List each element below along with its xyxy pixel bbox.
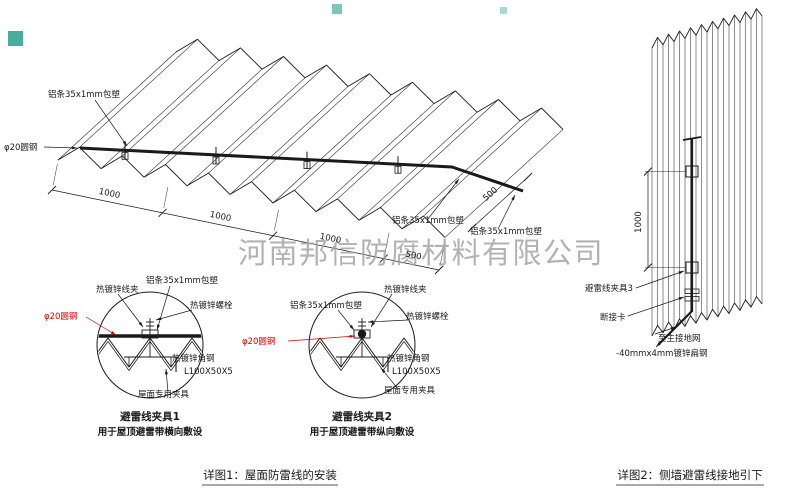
label-aluminum-strip-right-2: 铝条35x1mm包塑 xyxy=(470,226,542,237)
footer-detail2-title: 详图2：侧墙避雷线接地引下 xyxy=(617,468,762,482)
d1-label-angle: 热镀锌角钢 xyxy=(172,353,215,364)
dim-500: 500 xyxy=(404,249,422,262)
d2-usage: 用于屋顶避雷带纵向敷设 xyxy=(309,426,415,438)
d1-label-wire-clamp: 热镀锌线夹 xyxy=(96,284,139,295)
wall-label-to-ground: 至主接地网 xyxy=(658,333,701,344)
label-aluminum-strip-right-1: 铝条35x1mm包塑 xyxy=(392,215,464,226)
wall-label-disconnect: 断接卡 xyxy=(600,312,626,323)
roof-dimension-lines xyxy=(43,99,533,275)
d2-label-strip: 铝条35x1mm包塑 xyxy=(290,300,362,311)
d2-label-wire-clamp: 热镀锌线夹 xyxy=(384,284,427,295)
d2-label-bolt: 热镀锌螺栓 xyxy=(406,311,449,322)
d2-label-round-steel: φ20圆钢 xyxy=(242,336,275,347)
label-aluminum-strip-top: 铝条35x1mm包塑 xyxy=(48,89,120,100)
dim-1000-3: 1000 xyxy=(319,232,342,246)
d2-label-angle-spec: L100X50X5 xyxy=(392,367,441,377)
wall-label-clamp3: 避雷线夹具3 xyxy=(585,283,633,294)
detail-circle-1 xyxy=(85,285,204,399)
dim-1000-2: 1000 xyxy=(209,210,232,224)
footer-detail1-title: 详图1：屋面防雷线的安装 xyxy=(203,468,337,482)
stamp-mark-1 xyxy=(8,31,23,46)
wall-side-view xyxy=(651,8,763,337)
d2-label-angle: 热镀锌角钢 xyxy=(387,353,430,364)
label-round-steel: φ20圆钢 xyxy=(4,142,37,153)
d1-usage: 用于屋顶避雷带横向敷设 xyxy=(97,426,203,438)
d1-label-strip: 铝条35x1mm包塑 xyxy=(146,275,218,286)
d1-label-bolt: 热镀锌螺栓 xyxy=(190,300,233,311)
watermark: 河南邦信防腐材料有限公司 xyxy=(238,236,604,270)
lightning-wire xyxy=(79,142,524,193)
d1-label-round-steel: φ20圆钢 xyxy=(44,311,77,322)
roof-isometric-view xyxy=(57,38,564,238)
wall-dimension-leaders xyxy=(627,167,686,335)
d2-label-roof-fixture: 屋面专用夹具 xyxy=(384,385,436,396)
detail-circle-2 xyxy=(287,291,416,399)
d1-caption: 避雷线夹具1 xyxy=(119,410,180,423)
dim-500-edge: 500 xyxy=(481,185,500,203)
d1-label-roof-fixture: 屋面专用夹具 xyxy=(138,389,190,400)
wall-dim-1000: 1000 xyxy=(634,211,644,233)
d2-caption: 避雷线夹具2 xyxy=(331,410,392,423)
stamp-mark-3 xyxy=(500,7,507,14)
stamp-mark-2 xyxy=(332,4,342,14)
d1-label-angle-spec: L100X50X5 xyxy=(184,367,233,377)
wall-label-flat-steel: -40mmx4mm镀锌扁钢 xyxy=(616,348,707,359)
dim-1000-1: 1000 xyxy=(98,187,121,201)
